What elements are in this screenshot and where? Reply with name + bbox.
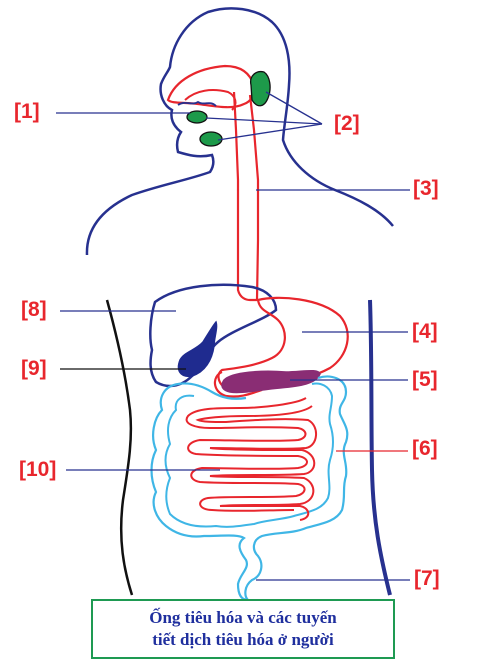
label-3: [3]: [413, 177, 439, 200]
label-7: [7]: [414, 567, 440, 590]
label-6: [6]: [412, 437, 438, 460]
sublingual-gland: [186, 110, 208, 124]
small-intestine-inner: [195, 405, 317, 521]
small-intestine: [185, 397, 308, 512]
gallbladder: [177, 320, 218, 378]
leader-line-2b: [205, 117, 323, 125]
torso-left-outline: [105, 299, 134, 596]
label-8: [8]: [21, 298, 47, 321]
oral-cavity: [166, 64, 256, 109]
parotid-gland: [250, 70, 271, 107]
esophagus: [232, 91, 260, 302]
submandibular-gland: [199, 131, 223, 147]
label-9: [9]: [21, 357, 47, 380]
leader-line-2c: [217, 123, 323, 141]
caption-line-2: tiết dịch tiêu hóa ở người: [152, 630, 334, 649]
torso-right-outline: [368, 299, 392, 596]
label-4: [4]: [412, 320, 438, 343]
pancreas: [221, 369, 321, 394]
caption-box: Ống tiêu hóa và các tuyến tiết dịch tiêu…: [91, 599, 395, 659]
duodenum: [213, 370, 263, 398]
caption-line-1: Ống tiêu hóa và các tuyến: [149, 608, 337, 627]
leader-line-2a: [265, 91, 323, 125]
large-intestine: [150, 375, 349, 602]
large-intestine-inner: [164, 382, 334, 528]
label-5: [5]: [412, 368, 438, 391]
label-10: [10]: [19, 458, 57, 481]
label-2: [2]: [334, 112, 360, 135]
label-1: [1]: [14, 100, 40, 123]
head-outline: [85, 7, 394, 256]
teeth-line: [177, 100, 217, 107]
